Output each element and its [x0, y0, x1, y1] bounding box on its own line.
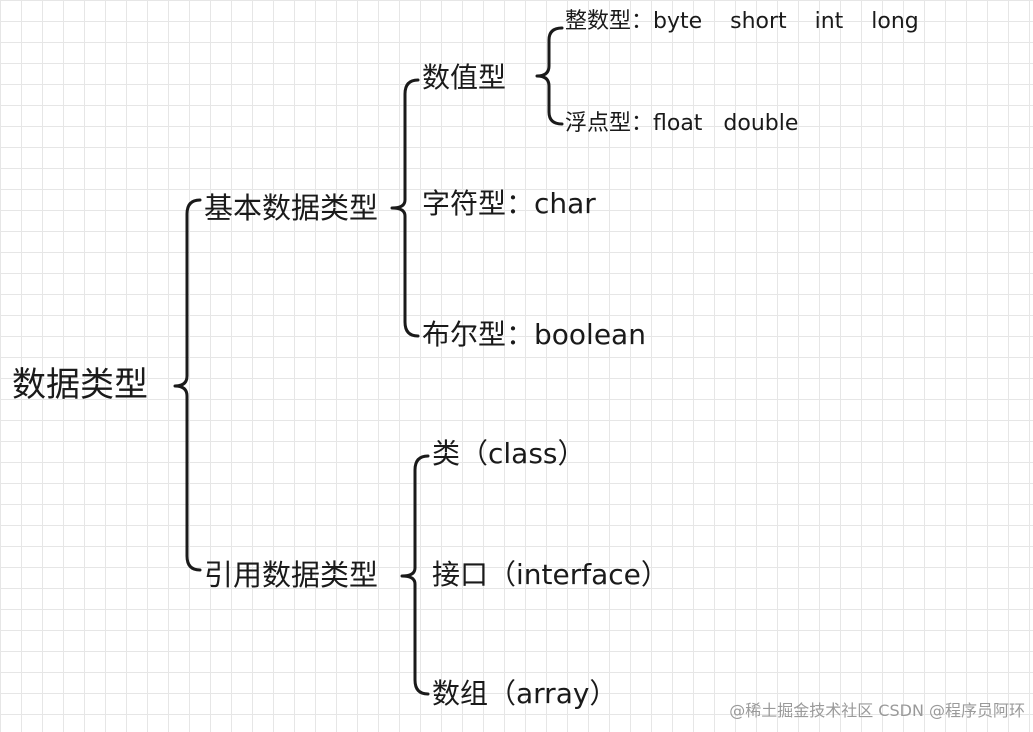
reference-brace: [400, 454, 430, 696]
root-brace: [173, 198, 202, 572]
float-type-label: 浮点型：float double: [565, 111, 799, 136]
integer-type-label: 整数型：byte short int long: [565, 9, 919, 34]
array-label: 数组（array）: [432, 677, 618, 710]
root-label: 数据类型: [12, 365, 148, 405]
char-type-label: 字符型：char: [422, 187, 596, 220]
reference-types-label: 引用数据类型: [204, 558, 379, 592]
numeric-type-label: 数值型: [422, 61, 507, 94]
primitive-types-label: 基本数据类型: [204, 191, 379, 225]
class-label: 类（class）: [432, 437, 586, 470]
numeric-brace: [535, 26, 564, 126]
boolean-type-label: 布尔型：boolean: [422, 318, 646, 351]
primitive-brace: [390, 78, 420, 338]
interface-label: 接口（interface）: [432, 558, 669, 591]
watermark: @稀土掘金技术社区 CSDN @程序员阿环: [729, 701, 1025, 720]
